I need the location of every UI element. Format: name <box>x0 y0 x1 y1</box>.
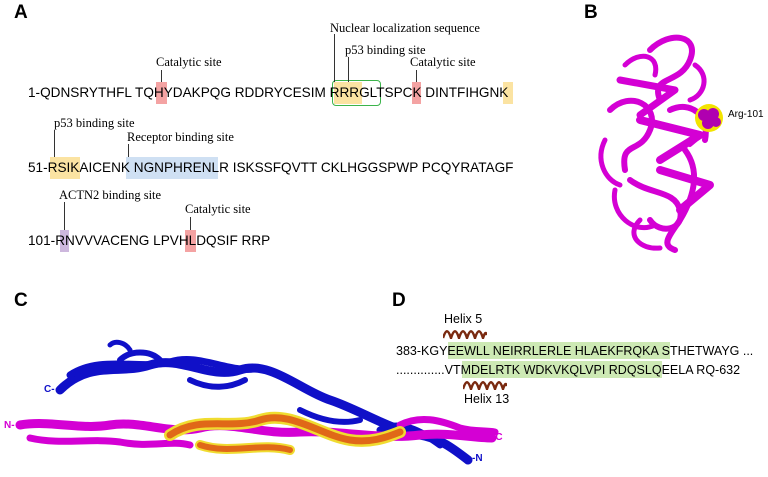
receptor-binding-highlight <box>126 157 218 179</box>
helix-5-label: Helix 5 <box>444 312 483 326</box>
arg-101-label: Arg-101 <box>728 109 764 120</box>
sequence-line-2: 51-RSIKAICENK NGNPHRENLR ISKSSFQVTT CKLH… <box>28 160 514 175</box>
annotation-tick <box>54 130 55 157</box>
annotation-tick <box>334 34 335 82</box>
catalytic-site-highlight <box>185 230 196 252</box>
catalytic-site-highlight <box>156 82 167 104</box>
p53-binding-highlight <box>50 157 80 179</box>
helix-sequence-line-2: ..............VTMDELRTK WDKVKQLVPI RDQSL… <box>396 363 741 377</box>
panel-label-d: D <box>392 290 406 311</box>
annotation-tick <box>128 144 129 157</box>
p53-binding-label: p53 binding site <box>54 116 135 130</box>
helix-13-icon <box>463 381 507 390</box>
helix-13-highlight <box>462 361 662 378</box>
p53-binding-label: p53 binding site <box>345 43 426 57</box>
sequence-line-3: 101-RNVVVACENG LPVHLDQSIF RRP <box>28 233 271 248</box>
catalytic-site-label: Catalytic site <box>410 55 476 69</box>
c-terminus-right-label: -C <box>492 432 503 443</box>
receptor-binding-label: Receptor binding site <box>127 130 234 144</box>
helix-5-highlight <box>448 342 670 359</box>
protein-complex-c <box>15 339 499 465</box>
panel-label-a: A <box>14 2 28 23</box>
nls-label: Nuclear localization sequence <box>330 21 480 35</box>
n-terminus-left-label: N- <box>4 420 15 431</box>
panel-label-c: C <box>14 290 28 311</box>
helix-5-icon <box>443 330 487 339</box>
c-terminus-left-label: C- <box>44 384 55 395</box>
catalytic-site-label: Catalytic site <box>156 55 222 69</box>
p53-binding-highlight <box>334 82 362 104</box>
actn2-binding-label: ACTN2 binding site <box>59 188 162 202</box>
protein-cartoon-b <box>598 34 723 253</box>
helix-sequence-line-1: 383-KGYEEWLL NEIRRLERLE HLAEKFRQKA STHET… <box>396 344 754 358</box>
annotation-tick <box>416 70 417 82</box>
binding-site-highlight <box>503 82 513 104</box>
nls-outline <box>332 80 381 106</box>
helix-13-label: Helix 13 <box>464 392 510 406</box>
n-terminus-right-label: -N <box>472 453 483 464</box>
panel-label-b: B <box>584 2 598 23</box>
sequence-line-1: 1-QDNSRYTHFL TQHYDAKPQG RDDRYCESIM RRRGL… <box>28 85 509 100</box>
actn2-binding-highlight <box>60 230 69 252</box>
catalytic-site-label: Catalytic site <box>185 202 251 216</box>
annotation-tick <box>64 202 65 230</box>
annotation-tick <box>161 70 162 82</box>
catalytic-site-highlight <box>412 82 421 104</box>
annotation-tick <box>190 217 191 230</box>
annotation-tick <box>348 57 349 82</box>
